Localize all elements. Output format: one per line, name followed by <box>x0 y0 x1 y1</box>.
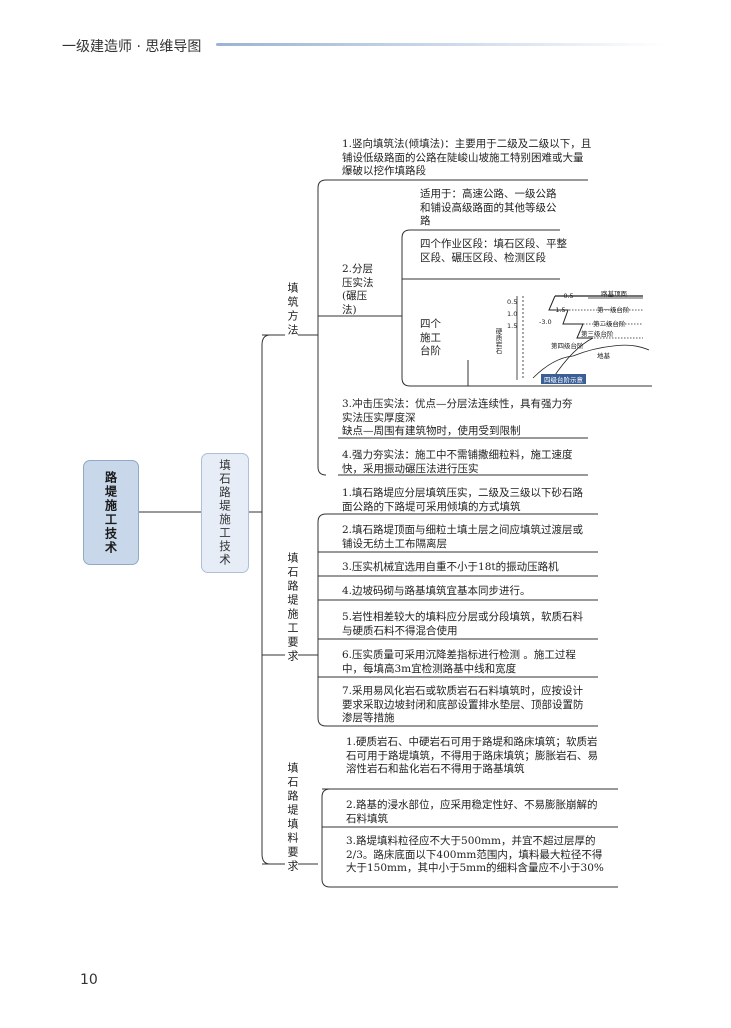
figure-depth-3: 1.5 <box>507 322 518 330</box>
figure-side-label: 硬质岩石 <box>494 328 502 354</box>
figure-offset-1: -0.5 <box>561 292 574 300</box>
figure-offset-3: -3.0 <box>539 318 552 326</box>
fill-method-item-1: 1.竖向填筑法(倾填法)：主要用于二级及二级以下，且铺设低级路面的公路在陡峻山坡… <box>342 138 592 177</box>
requirement-item-6: 6.压实质量可采用沉降差指标进行检测 。施工过程中，每填高3m宜检测路基中线和宽… <box>342 649 576 675</box>
figure-depth-2: 1.0 <box>507 310 518 318</box>
page-number: 10 <box>80 972 98 988</box>
root-label: 路堤施工技术 <box>103 470 118 555</box>
figure-caption: 四级台阶示意 <box>541 374 586 384</box>
figure-depth-1: 0.5 <box>507 298 518 306</box>
requirement-item-5: 5.岩性相差较大的填料应分层或分段填筑，软质石料与硬质石料不得混合使用 <box>342 611 584 637</box>
header-rule <box>216 43 666 46</box>
requirement-item-7: 7.采用易风化岩石或软质岩石石料填筑时，应按设计要求采取边坡封闭和底部设置排水垫… <box>342 685 584 724</box>
fill-method-item-3: 3.冲击压实法：优点—分层法连续性，具有强力夯实法压实厚度深 缺点—周围有建筑物… <box>342 398 573 437</box>
fill-method-item-2: 2.分层压实法(碾压法) <box>342 263 374 316</box>
figure-step-4: 第四级台阶 <box>551 342 584 350</box>
layered-sub-2: 四个作业区段：填石区段、平整区段、碾压区段、检测区段 <box>420 238 567 264</box>
branch-label-fill-material-requirements: 填石路堤填料要求 <box>286 762 299 874</box>
figure-step-3: 第三级台阶 <box>581 330 614 338</box>
material-item-2: 2.路基的浸水部位，应采用稳定性好、不易膨胀崩解的石料填筑 <box>346 799 598 825</box>
requirement-item-1: 1.填石路堤应分层填筑压实，二级及三级以下砂石路面公路的下路堤可采用倾填的方式填… <box>342 487 584 513</box>
figure-surface-label: 路基顶面 <box>601 290 627 298</box>
requirement-item-2: 2.填石路堤顶面与细粒土填土层之间应填筑过渡层或铺设无纺土工布隔离层 <box>342 524 584 550</box>
topic-label: 填石路堤施工技术 <box>218 459 232 567</box>
layered-sub-3: 四个施工台阶 <box>420 318 441 357</box>
fill-method-item-4: 4.强力夯实法：施工中不需铺撒细粒料，施工速度快，采用振动碾压法进行压实 <box>342 449 573 475</box>
material-item-3: 3.路堤填料粒径应不大于500mm，并宜不超过层厚的2/3。路床底面以下400m… <box>346 835 604 874</box>
book-title: 一级建造师 · 思维导图 <box>62 39 202 55</box>
branch-trunk <box>261 334 271 865</box>
figure-step-2: 第二级台阶 <box>593 320 626 328</box>
figure-step-1: 第一级台阶 <box>597 306 630 314</box>
topic-node: 填石路堤施工技术 <box>201 453 249 573</box>
layered-sub-1: 适用于：高速公路、一级公路和铺设高级路面的其他等级公路 <box>420 188 557 227</box>
material-item-1: 1.硬质岩石、中硬岩石可用于路堤和路床填筑；软质岩石可用于路堤填筑，不得用于路床… <box>346 736 598 775</box>
branch-label-construction-requirements: 填石路堤施工要求 <box>286 552 299 664</box>
branch-label-fill-method: 填筑方法 <box>286 282 299 338</box>
figure-ground-label: 地基 <box>597 352 610 360</box>
requirement-item-4: 4.边坡码砌与路基填筑宜基本同步进行。 <box>342 585 531 597</box>
figure-offset-2: -1.5 <box>553 306 566 314</box>
root-node: 路堤施工技术 <box>83 460 139 565</box>
requirement-item-3: 3.压实机械宜选用自重不小于18t的振动压路机 <box>342 561 559 573</box>
four-steps-figure: 路基顶面 第一级台阶 第二级台阶 第三级台阶 第四级台阶 地基 硬质岩石 -0.… <box>493 288 650 384</box>
